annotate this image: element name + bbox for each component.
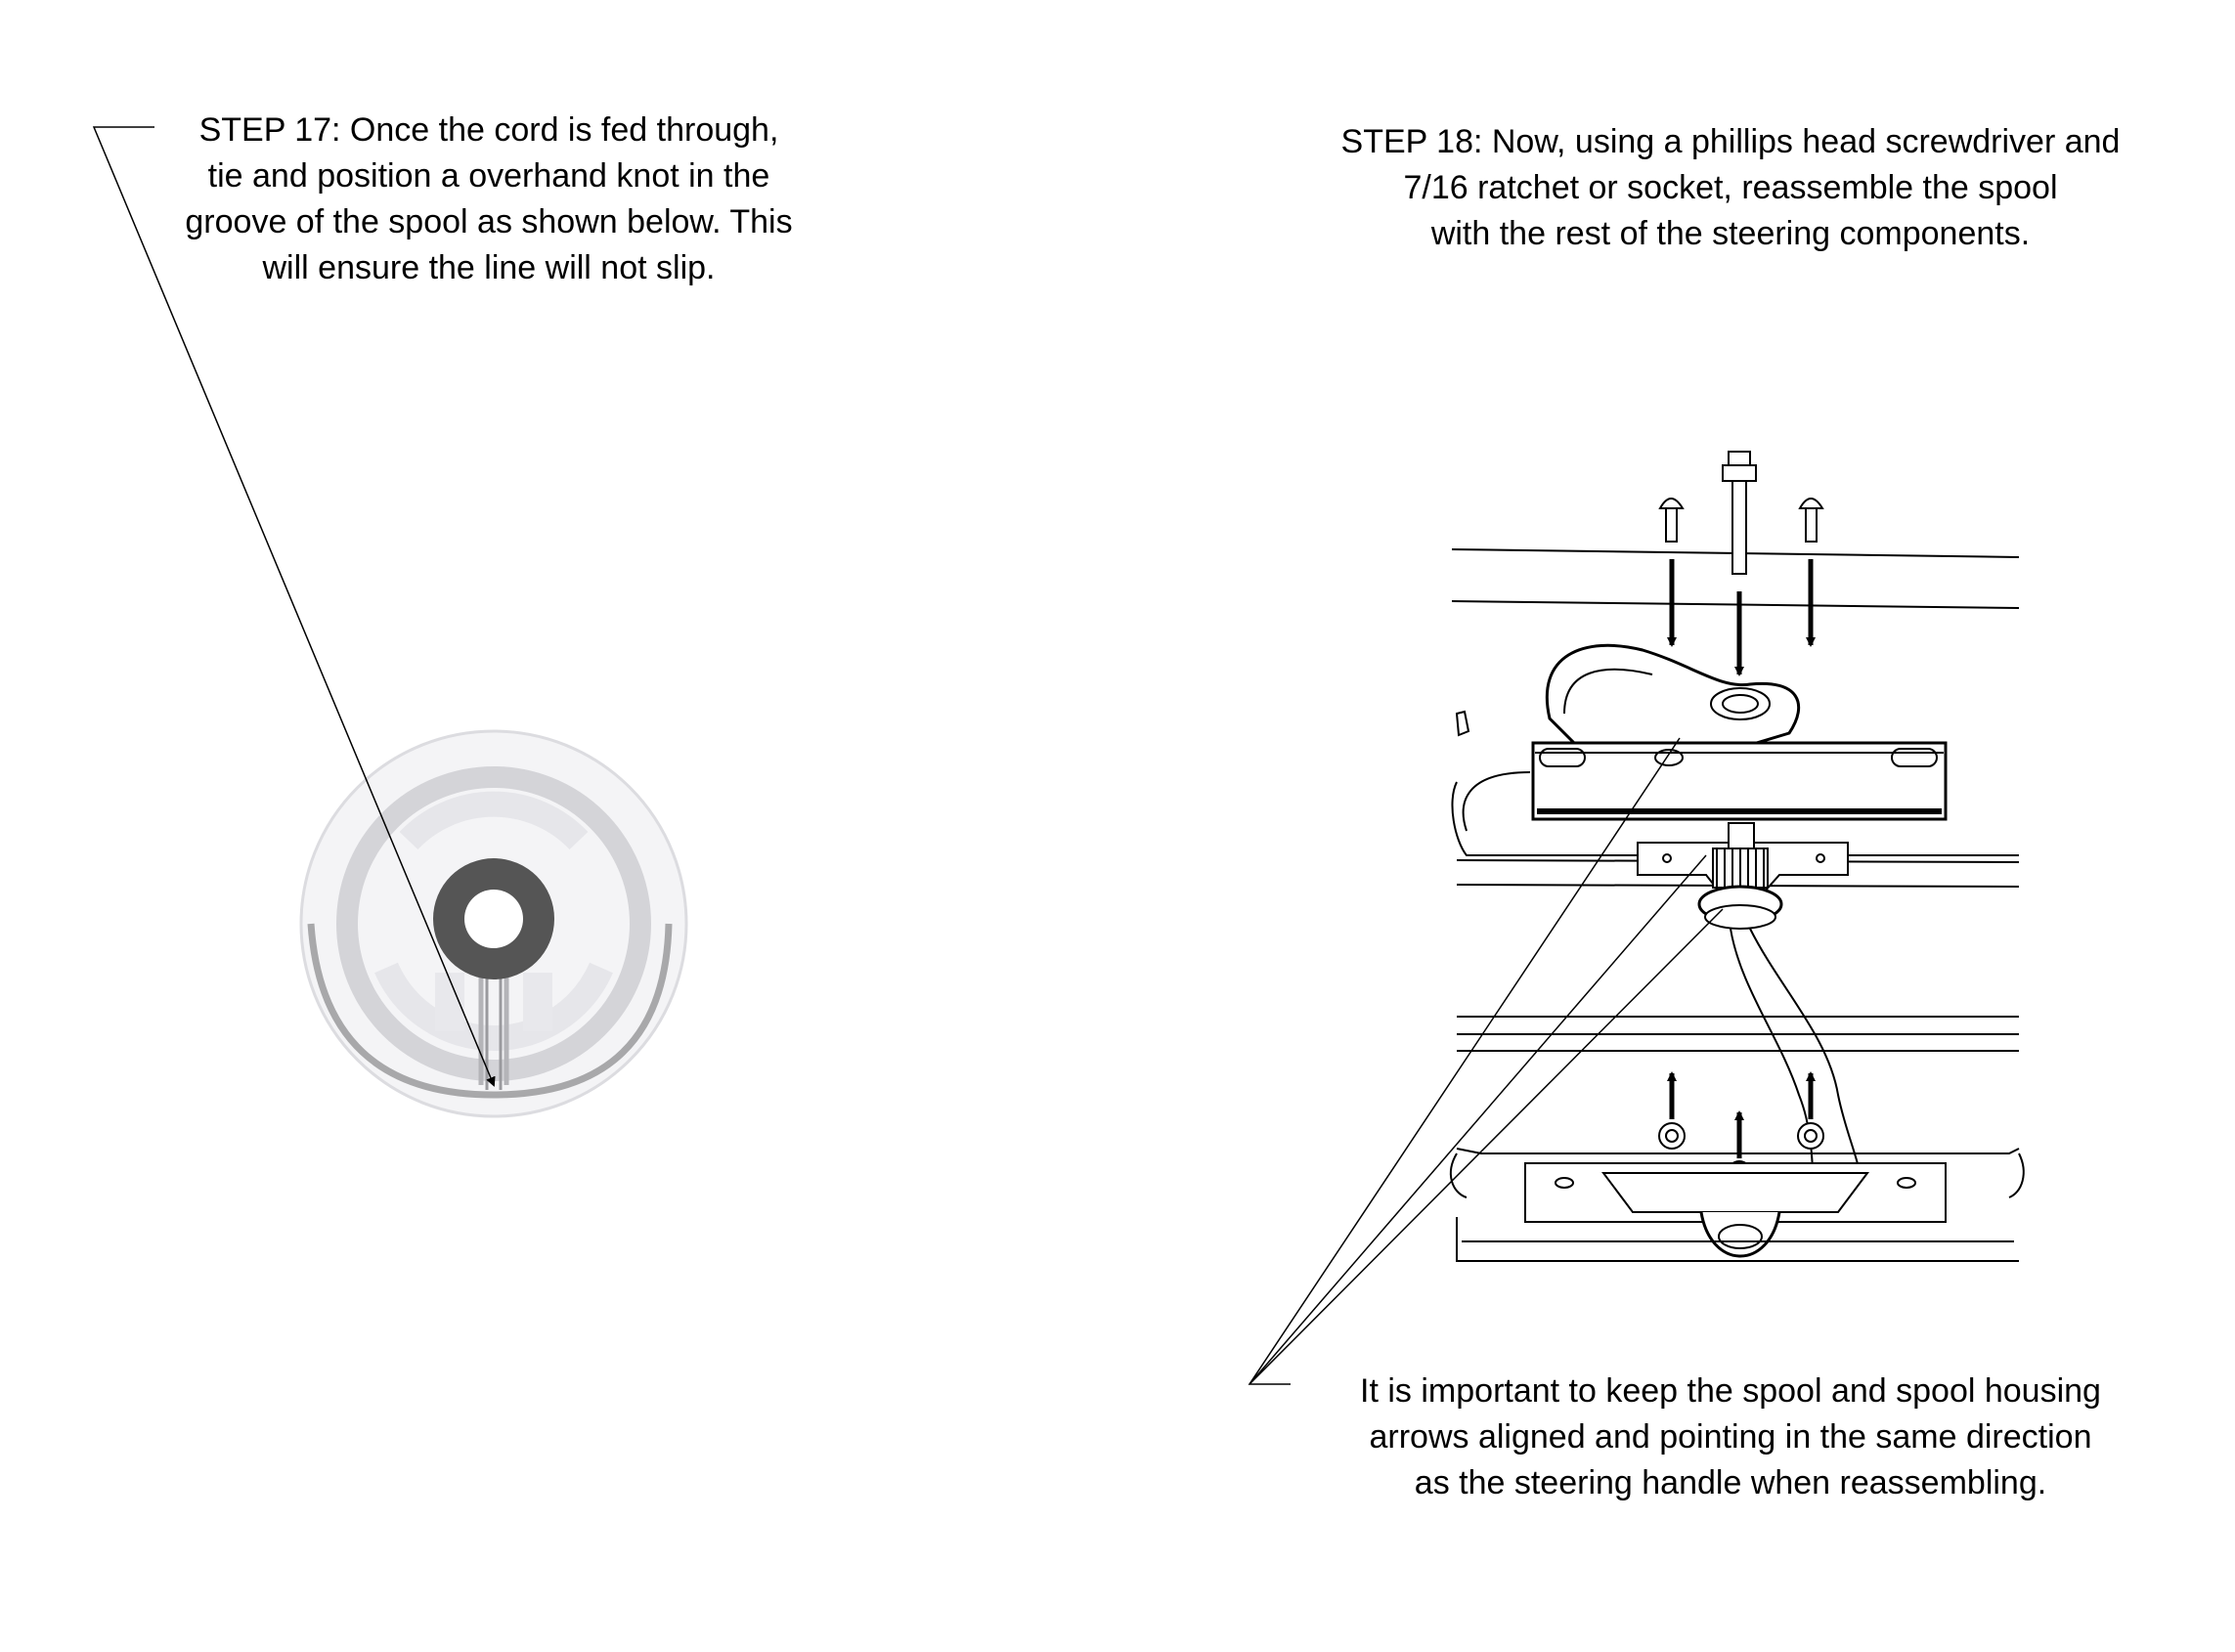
callout-line-1: It is important to keep the spool and sp… [1360,1372,2101,1410]
alignment-callout: It is important to keep the spool and sp… [1291,1369,2170,1506]
steering-assembly-illustration [1449,451,2025,1262]
screw-right [1798,498,1824,543]
nut-left [1658,1122,1686,1150]
spool-housing-bar [1531,741,1948,821]
step-17-line-2: tie and position a overhand knot in the [207,157,770,195]
step-18-line-2: 7/16 ratchet or socket, reassemble the s… [1403,169,2058,206]
step-17-line-3: groove of the spool as shown below. This [185,203,793,240]
callout-line-3: as the steering handle when reassembling… [1414,1464,2047,1501]
steering-handle [1545,643,1800,774]
step-18-instructions: STEP 18: Now, using a phillips head scre… [1271,119,2190,257]
nut-right [1797,1122,1824,1150]
bolt-center [1722,451,1757,575]
callout-line-2: arrows aligned and pointing in the same … [1369,1418,2092,1456]
step-17-instructions: STEP 17: Once the cord is fed through, t… [137,108,841,291]
step-17-leader-line [92,126,496,1087]
screw-left [1658,498,1685,543]
step-17-line-4: will ensure the line will not slip. [262,249,716,286]
spool-illustration [299,729,688,1118]
step-17-line-1: STEP 17: Once the cord is fed through, [198,111,779,149]
callout-leader-lines [1248,737,1724,1385]
step-18-line-3: with the rest of the steering components… [1430,215,2031,252]
step-18-line-1: STEP 18: Now, using a phillips head scre… [1340,123,2121,160]
